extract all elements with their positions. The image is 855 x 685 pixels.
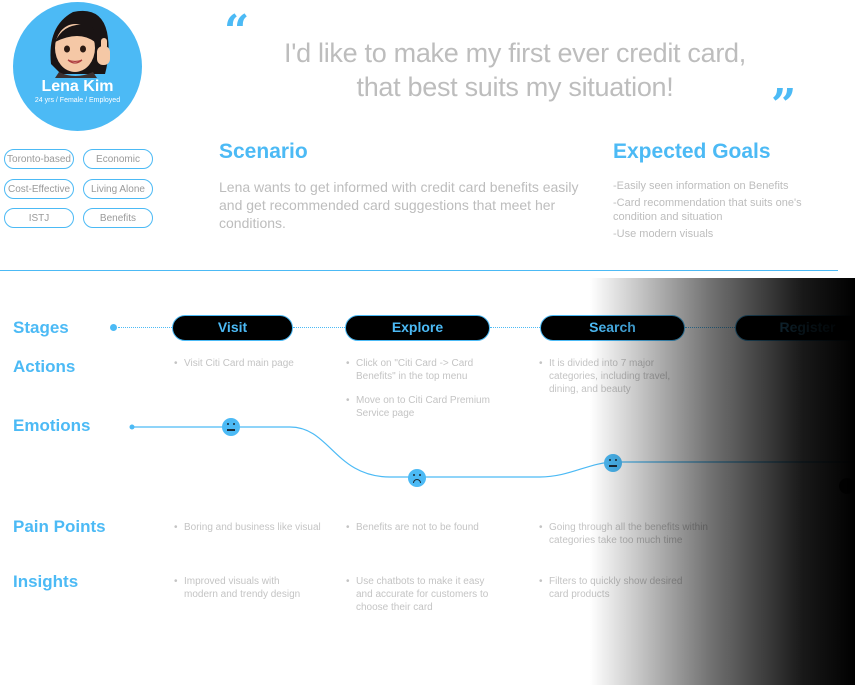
stage-search: Search [540, 315, 685, 341]
scenario-title: Scenario [219, 140, 308, 163]
row-label-emotions: Emotions [13, 416, 91, 435]
pain-point-item: Boring and business like visual [174, 521, 334, 534]
persona-tag: Toronto-based [4, 149, 74, 169]
stage-register: Register [735, 315, 855, 341]
stage-explore: Explore [345, 315, 490, 341]
action-item: Click on "Citi Card -> Card Benefits" in… [346, 357, 491, 383]
persona-tag: Living Alone [83, 179, 153, 199]
action-item: It is divided into 7 major categories, i… [539, 357, 679, 396]
action-item: Visit Citi Card main page [174, 357, 334, 370]
close-quote-icon: ” [771, 80, 797, 131]
persona-tag: Cost-Effective [4, 179, 74, 199]
goal-item: -Easily seen information on Benefits [613, 180, 789, 192]
stage-connector [490, 327, 540, 328]
quote-line: that best suits my situation! [356, 72, 674, 102]
row-label-stages: Stages [13, 318, 69, 337]
scenario-text: Lena wants to get informed with credit c… [219, 179, 579, 231]
stage-connector [685, 327, 735, 328]
goal-item: -Use modern visuals [613, 228, 714, 240]
persona-avatar: Lena Kim 24 yrs / Female / Employed [13, 2, 142, 131]
persona-name: Lena Kim [41, 78, 114, 95]
action-item: Move on to Citi Card Premium Service pag… [346, 394, 491, 420]
insight-item: Use chatbots to make it easy and accurat… [346, 575, 491, 614]
pain-point-item: Benefits are not to be found [346, 521, 506, 534]
neutral-face-icon [604, 454, 622, 472]
persona-tag: ISTJ [4, 208, 74, 228]
neutral-face-icon [222, 418, 240, 436]
stage-start-dot [110, 324, 117, 331]
goals-title: Expected Goals [613, 140, 771, 163]
quote-line: I'd like to make my first ever credit ca… [284, 38, 746, 68]
row-label-pain-points: Pain Points [13, 517, 106, 536]
frown-face-icon [408, 469, 426, 487]
persona-info: 24 yrs / Female / Employed [34, 97, 121, 104]
pain-point-item: Going through all the benefits within ca… [539, 521, 714, 547]
persona-tag: Economic [83, 149, 153, 169]
row-label-insights: Insights [13, 572, 79, 591]
insight-item: Improved visuals with modern and trendy … [174, 575, 314, 601]
memoji-icon [50, 10, 110, 78]
emotion-curve [129, 424, 855, 494]
persona-tag: Benefits [83, 208, 153, 228]
insight-item: Filters to quickly show desired card pro… [539, 575, 684, 601]
stage-visit: Visit [172, 315, 293, 341]
persona-quote: I'd like to make my first ever credit ca… [230, 36, 800, 104]
stage-connector [118, 327, 172, 328]
row-label-actions: Actions [13, 357, 76, 376]
goal-item: -Card recommendation that suits one's co… [613, 197, 802, 223]
open-quote-icon: “ [224, 6, 250, 57]
section-divider [0, 270, 838, 271]
stage-connector [293, 327, 345, 328]
